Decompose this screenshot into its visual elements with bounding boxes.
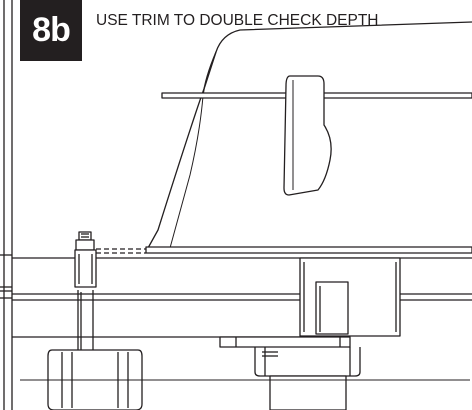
router-housing [147,21,472,249]
router-bit [74,231,97,350]
mounting-bracket [219,257,401,348]
step-caption: USE TRIM TO DOUBLE CHECK DEPTH [96,12,379,29]
left-frame-lines [0,0,13,410]
motor-column [254,347,361,410]
collet-nut [20,349,470,410]
router-base-plate [145,246,472,254]
step-number-badge: 8b [20,0,82,61]
step-number: 8b [32,11,71,49]
depth-alignment-guide [96,248,146,254]
router-knob [283,75,332,196]
